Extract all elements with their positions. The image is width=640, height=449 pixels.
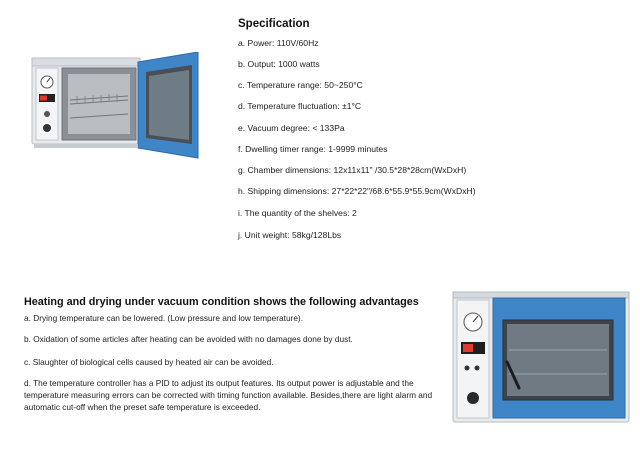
spec-item-shelves: i. The quantity of the shelves: 2 — [238, 208, 357, 218]
specification-title: Specification — [238, 18, 310, 30]
spec-item-output: b. Output: 1000 watts — [238, 59, 320, 69]
spec-item-shipping-dimensions: h. Shipping dimensions: 27*22*22"/68.6*5… — [238, 186, 476, 196]
spec-item-temperature-fluctuation: d. Temperature fluctuation: ±1°C — [238, 101, 362, 111]
advantage-item-no-oxidation: b. Oxidation of some articles after heat… — [24, 334, 353, 344]
spec-item-dwelling-timer: f. Dwelling timer range: 1-9999 minutes — [238, 144, 388, 154]
advantage-item-pid-controller: d. The temperature controller has a PID … — [24, 378, 433, 412]
spec-item-power: a. Power: 110V/60Hz — [238, 38, 319, 48]
spec-item-chamber-dimensions: g. Chamber dimensions: 12x11x11" /30.5*2… — [238, 165, 467, 175]
oven-open-door-image — [31, 52, 199, 159]
advantage-item-lower-temperature: a. Drying temperature can be lowered. (L… — [24, 313, 304, 323]
spec-item-temperature-range: c. Temperature range: 50~250°C — [238, 80, 363, 90]
spec-item-unit-weight: j. Unit weight: 58kg/128Lbs — [238, 230, 342, 240]
advantages-title: Heating and drying under vacuum conditio… — [24, 296, 419, 308]
oven-closed-door-image — [452, 291, 630, 423]
spec-item-vacuum-degree: e. Vacuum degree: < 133Pa — [238, 123, 345, 133]
advantage-item-biological-cells: c. Slaughter of biological cells caused … — [24, 357, 274, 367]
